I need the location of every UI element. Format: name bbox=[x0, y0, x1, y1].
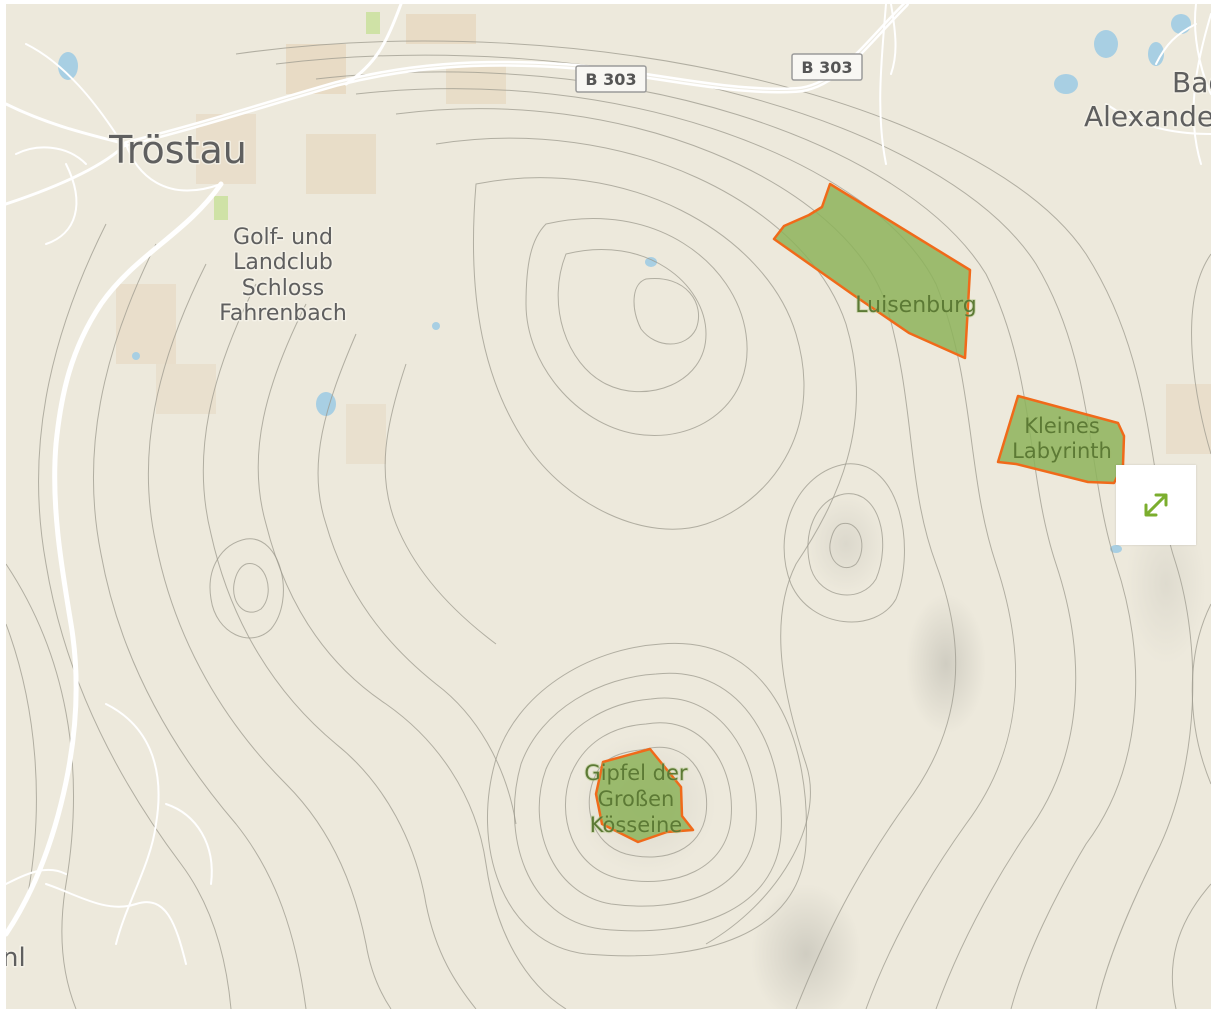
place-label-golf-line3: Schloss bbox=[242, 276, 325, 301]
place-label-golf-line1: Golf- und bbox=[233, 225, 333, 250]
area-label-gipfel-line1: Gipfel der bbox=[584, 761, 688, 785]
road-shield-2: B 303 bbox=[791, 53, 863, 81]
place-label-bad-line1: Bad bbox=[1172, 66, 1211, 99]
place-label-golf-line2: Landclub bbox=[233, 250, 333, 275]
map-viewport[interactable]: B 303 B 303 Tröstau Golf- und Landclub S… bbox=[6, 4, 1211, 1009]
area-label-kleines-line2: Labyrinth bbox=[1012, 439, 1112, 463]
fullscreen-button[interactable] bbox=[1116, 465, 1196, 545]
area-label-luisenburg: Luisenburg bbox=[855, 293, 976, 318]
water-ponds bbox=[58, 14, 1191, 553]
place-label-bad-line2: Alexanders bbox=[1084, 100, 1211, 133]
area-gipfel[interactable] bbox=[594, 747, 695, 844]
place-label-troestau: Tröstau bbox=[108, 128, 247, 172]
place-label-golf-line4: Fahrenbach bbox=[219, 301, 347, 326]
map-canvas[interactable]: B 303 B 303 Tröstau Golf- und Landclub S… bbox=[6, 4, 1211, 1009]
area-luisenburg[interactable] bbox=[772, 182, 972, 360]
expand-arrows-icon bbox=[1144, 493, 1168, 517]
roads bbox=[6, 4, 1211, 965]
area-label-gipfel-line2: Großen bbox=[598, 787, 675, 811]
road-shield-label: B 303 bbox=[801, 58, 852, 77]
road-shield-label: B 303 bbox=[585, 70, 636, 89]
area-label-gipfel-line3: Kösseine bbox=[590, 813, 682, 837]
landuse-patches bbox=[116, 12, 1211, 464]
place-label-edge-left: nl bbox=[6, 943, 26, 973]
area-kleines-labyrinth[interactable] bbox=[996, 394, 1126, 485]
road-shield-1: B 303 bbox=[575, 65, 647, 93]
area-label-kleines-line1: Kleines bbox=[1024, 414, 1100, 438]
